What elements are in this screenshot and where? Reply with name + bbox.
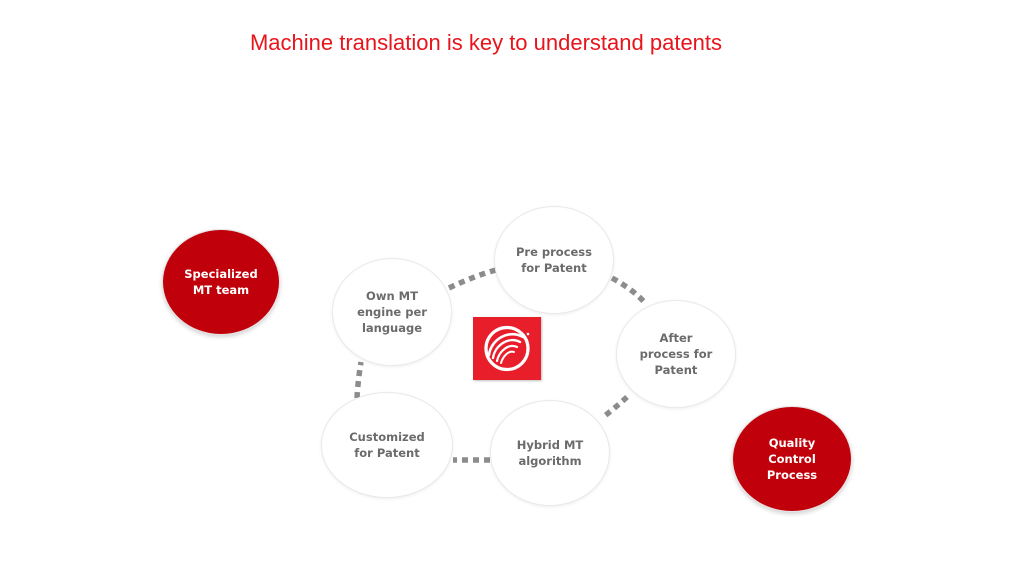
cycle-node-label: Own MT engine per language	[357, 288, 427, 336]
cycle-node-hybrid-mt: Hybrid MT algorithm	[490, 400, 610, 506]
cycle-node-label: Hybrid MT algorithm	[517, 437, 584, 469]
cycle-node-label: Customized for Patent	[349, 429, 425, 461]
side-node-label: Specialized MT team	[184, 266, 257, 298]
lexisnexis-logo-icon	[473, 317, 541, 380]
cycle-node-own-mt-engine: Own MT engine per language	[332, 258, 452, 366]
cycle-node-label: After process for Patent	[640, 330, 713, 378]
cycle-node-after-process: After process for Patent	[616, 300, 736, 408]
cycle-node-pre-process: Pre process for Patent	[494, 206, 614, 314]
side-node-label: Quality Control Process	[767, 435, 817, 483]
cycle-node-customized: Customized for Patent	[321, 392, 453, 498]
side-node-specialized-team: Specialized MT team	[162, 229, 280, 335]
connector-custom-to-own	[357, 362, 361, 398]
connector-after-to-hybrid	[602, 397, 627, 418]
side-node-quality-control: Quality Control Process	[732, 406, 852, 512]
cycle-node-label: Pre process for Patent	[516, 244, 592, 276]
connector-pre-to-after	[612, 278, 646, 304]
connector-own-to-pre	[449, 270, 496, 288]
